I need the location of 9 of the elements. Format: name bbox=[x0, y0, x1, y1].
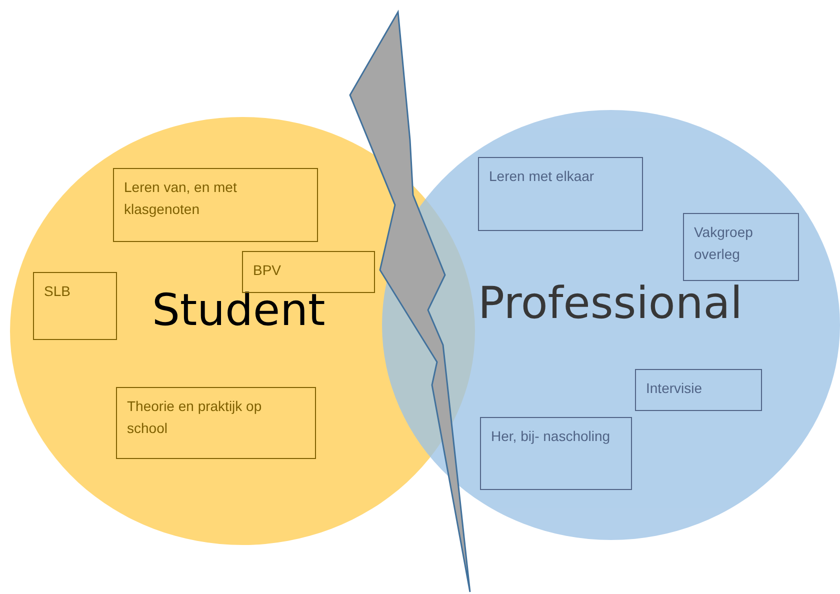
text-box: Leren van, en met klasgenoten bbox=[113, 168, 318, 242]
text-box: Theorie en praktijk op school bbox=[116, 387, 316, 459]
circle-label: Professional bbox=[478, 278, 742, 329]
text-box: Vakgroep overleg bbox=[683, 213, 799, 281]
text-box: Intervisie bbox=[635, 369, 762, 411]
text-box: Leren met elkaar bbox=[478, 157, 643, 231]
text-box: Her, bij- nascholing bbox=[480, 417, 632, 490]
text-box: SLB bbox=[33, 272, 117, 340]
text-box: BPV bbox=[242, 251, 375, 293]
